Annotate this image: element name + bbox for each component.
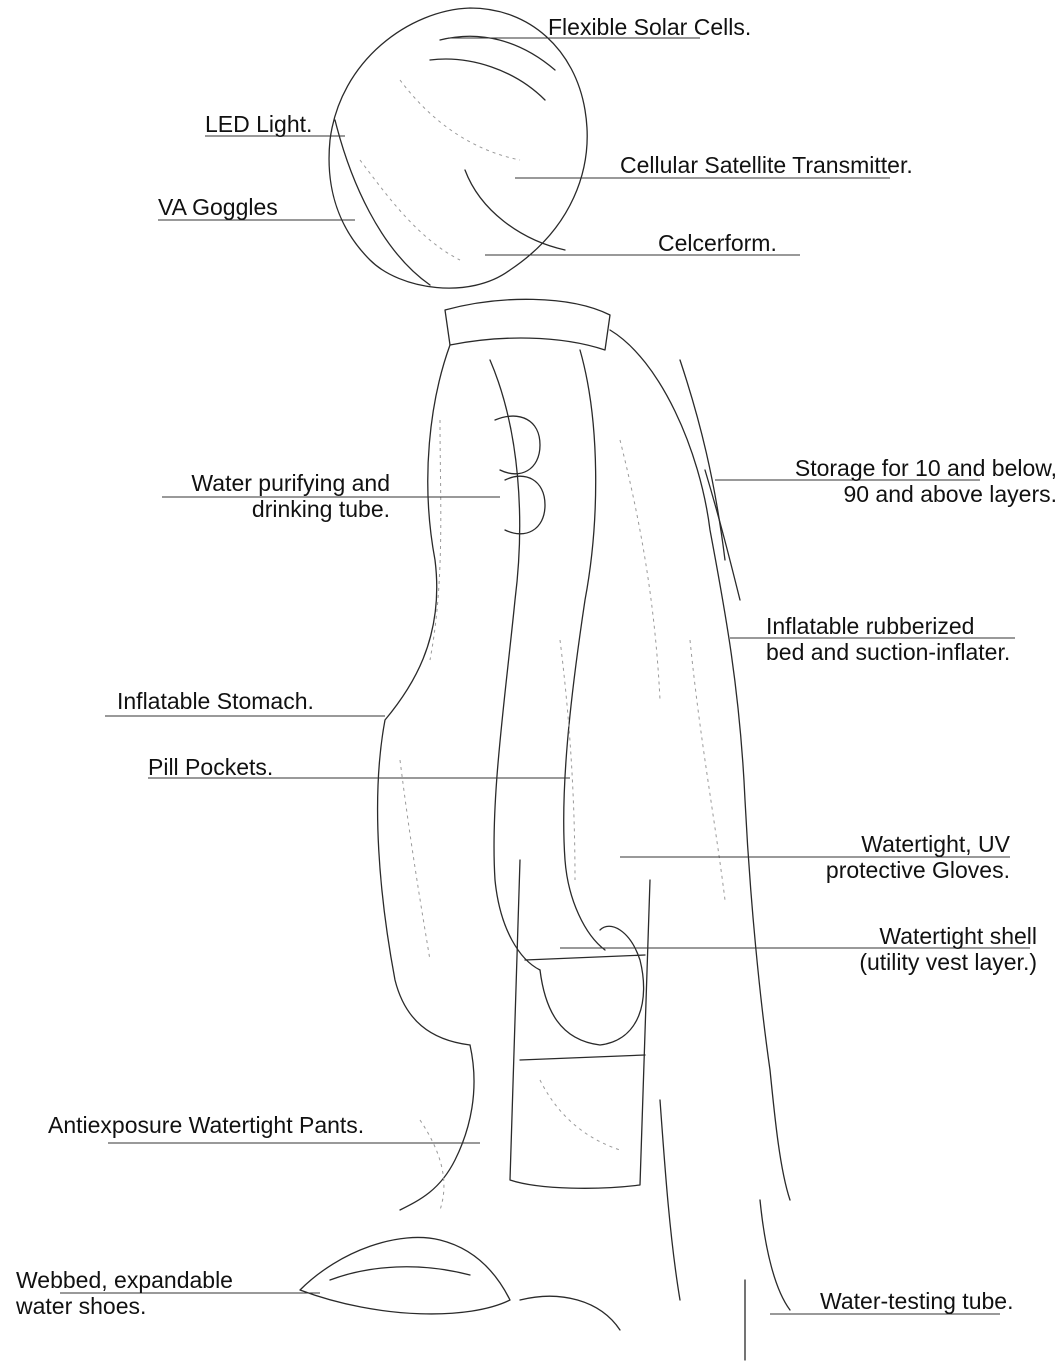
label-flexible-solar-cells: Flexible Solar Cells. <box>548 14 751 40</box>
jacket-back <box>378 345 470 1045</box>
label-celcerform: Celcerform. <box>658 230 777 256</box>
pants-front <box>660 1100 680 1300</box>
collar <box>445 299 610 350</box>
label-pill-pockets: Pill Pockets. <box>148 754 273 780</box>
label-cellular-satellite-transmitter: Cellular Satellite Transmitter. <box>620 152 913 178</box>
pants-back <box>400 1045 474 1210</box>
face-curve <box>465 170 565 250</box>
goggle-rim <box>335 120 430 285</box>
label-va-goggles: VA Goggles <box>158 194 278 220</box>
glove-outline <box>540 926 644 1045</box>
label-water-testing-tube: Water-testing tube. <box>820 1288 1013 1314</box>
label-inflatable-stomach: Inflatable Stomach. <box>117 688 314 714</box>
label-storage-layers: Storage for 10 and below,90 and above la… <box>795 455 1057 507</box>
sleeve-outer <box>490 360 540 970</box>
label-antiexposure-pants: Antiexposure Watertight Pants. <box>48 1112 364 1138</box>
leg-panel <box>510 860 650 1188</box>
shoe-outline <box>300 1237 510 1313</box>
label-led-light: LED Light. <box>205 111 312 137</box>
label-watertight-shell: Watertight shell(utility vest layer.) <box>859 923 1037 975</box>
head-outline <box>329 8 587 288</box>
sleeve-inner <box>564 350 605 950</box>
jacket-front <box>610 330 790 1200</box>
